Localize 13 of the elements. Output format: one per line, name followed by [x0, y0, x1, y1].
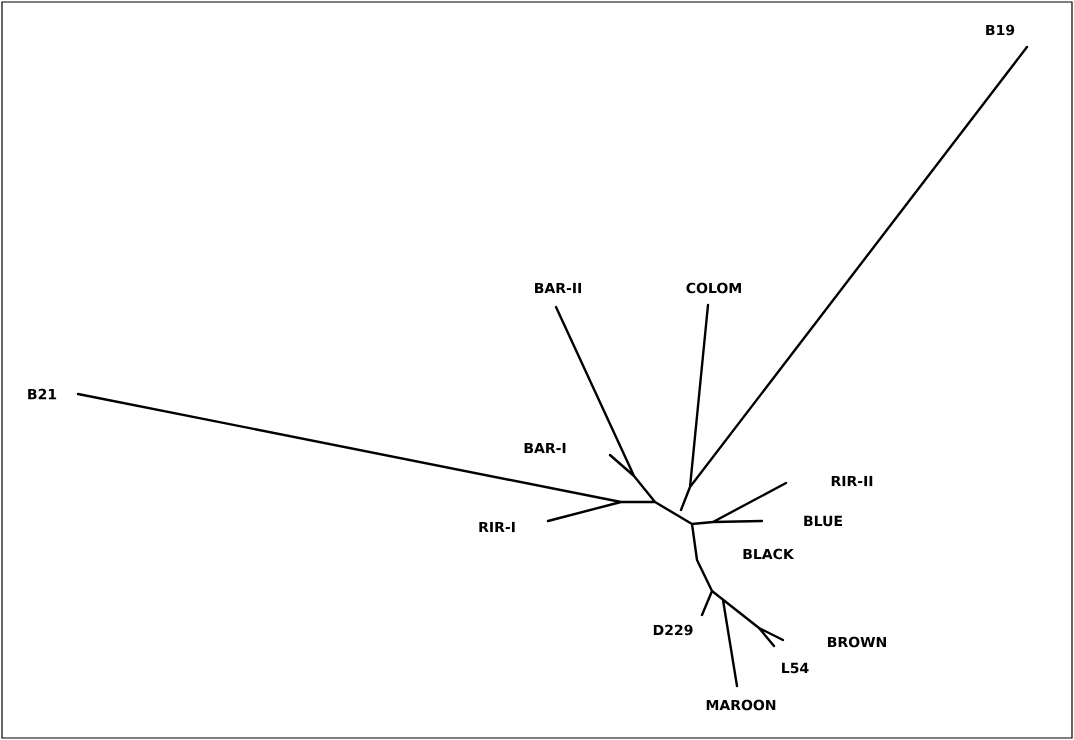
- taxon-label: D229: [653, 624, 693, 636]
- taxon-label: RIR-II: [831, 475, 873, 487]
- taxon-label: COLOM: [686, 282, 741, 294]
- taxon-label: BROWN: [828, 636, 886, 648]
- taxon-label: B19: [986, 24, 1015, 36]
- taxon-label: MAROON: [706, 699, 776, 711]
- taxon-label: BLUE: [804, 515, 842, 527]
- taxon-label: RIR-I: [479, 521, 515, 533]
- taxon-label: BLACK: [743, 548, 795, 560]
- taxon-label: BAR-I: [524, 442, 566, 454]
- taxon-label: BAR-II: [535, 282, 581, 294]
- taxon-label: B21: [28, 388, 57, 400]
- taxon-label: L54: [782, 662, 809, 674]
